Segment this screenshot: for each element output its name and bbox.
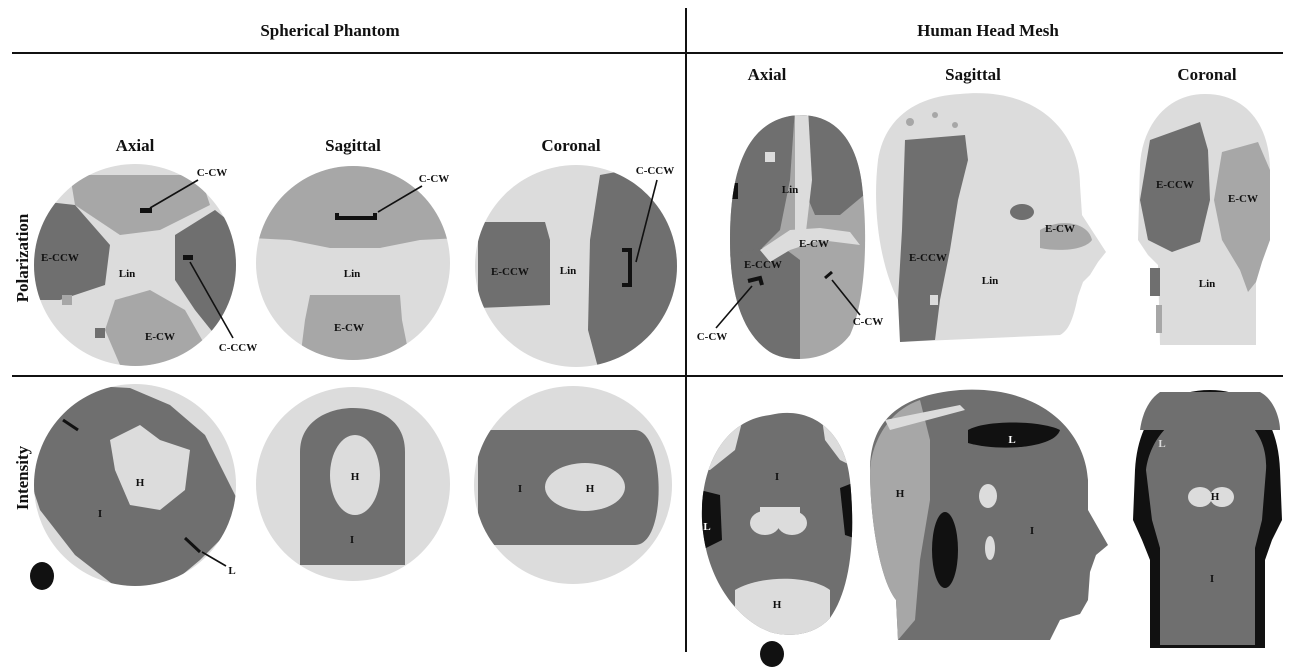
region-label-lin: Lin [560, 265, 577, 277]
row-label-intensity: Intensity [13, 445, 32, 510]
region-label-c-cw: C-CW [853, 316, 884, 328]
scale-dot [760, 641, 784, 667]
intensity-label-i: I [350, 534, 354, 546]
arrow [202, 552, 226, 566]
intensity-label-l: L [703, 521, 710, 533]
head-view-sagittal: Sagittal [945, 65, 1001, 84]
region-label-e-cw: E-CW [334, 322, 364, 334]
intensity-label-h: H [136, 477, 145, 489]
phantom-view-axial: Axial [116, 136, 155, 155]
head-polarization-axial: Lin E-CW E-CCW C-CW C-CW [697, 108, 884, 368]
head-polarization-sagittal: E-CCW E-CW Lin [876, 93, 1106, 342]
row-label-polarization: Polarization [13, 213, 32, 302]
phantom-view-sagittal: Sagittal [325, 136, 381, 155]
intensity-label-i: I [518, 483, 522, 495]
head-intensity-sagittal: H L I [870, 390, 1108, 640]
intensity-label-i: I [1030, 525, 1034, 537]
intensity-label-h: H [351, 471, 360, 483]
phantom-view-coronal: Coronal [541, 136, 600, 155]
intensity-label-i: I [1210, 573, 1214, 585]
phantom-intensity-axial: H I L [30, 380, 240, 595]
phantom-polarization-coronal: E-CCW Lin C-CCW [470, 160, 685, 375]
phantom-polarization-axial: Lin E-CCW E-CW C-CW C-CCW [30, 160, 257, 370]
region-label-lin: Lin [344, 268, 361, 280]
region-label-e-cw: E-CW [1045, 223, 1075, 235]
head-intensity-axial: I H L [700, 405, 860, 667]
region-label-e-ccw: E-CCW [909, 252, 947, 264]
head-intensity-coronal: H L I [1133, 390, 1282, 648]
region-label-c-cw: C-CW [697, 331, 728, 343]
intensity-label-i: I [775, 471, 779, 483]
region-label-e-ccw: E-CCW [491, 266, 529, 278]
region-label-e-ccw: E-CCW [1156, 179, 1194, 191]
intensity-label-h: H [1211, 491, 1220, 503]
phantom-polarization-sagittal: Lin E-CW C-CW [250, 160, 460, 370]
head-view-coronal: Coronal [1177, 65, 1236, 84]
intensity-label-h: H [896, 488, 905, 500]
intensity-label-l: L [228, 565, 235, 577]
intensity-label-h: H [773, 599, 782, 611]
region-label-c-cw: C-CW [419, 173, 450, 185]
region-label-e-ccw: E-CCW [41, 252, 79, 264]
region-label-lin: Lin [119, 268, 136, 280]
region-label-lin: Lin [1199, 278, 1216, 290]
head-polarization-coronal: E-CCW E-CW Lin [1138, 94, 1270, 345]
phantom-intensity-sagittal: H I [250, 380, 460, 590]
region-label-lin: Lin [782, 184, 799, 196]
region-label-e-cw: E-CW [799, 238, 829, 250]
intensity-label-h: H [586, 483, 595, 495]
header-human-head-mesh: Human Head Mesh [917, 21, 1059, 40]
phantom-intensity-coronal: I H [470, 380, 685, 590]
region-label-e-cw: E-CW [1228, 193, 1258, 205]
region-label-e-ccw: E-CCW [744, 259, 782, 271]
region-label-c-ccw: C-CCW [636, 165, 675, 177]
header-spherical-phantom: Spherical Phantom [260, 21, 399, 40]
intensity-label-l: L [1158, 438, 1165, 450]
region-label-e-cw: E-CW [145, 331, 175, 343]
intensity-label-i: I [98, 508, 102, 520]
region-label-c-cw: C-CW [197, 167, 228, 179]
head-view-axial: Axial [748, 65, 787, 84]
scale-dot [30, 562, 54, 590]
intensity-label-l: L [1008, 434, 1015, 446]
region-label-c-ccw: C-CCW [219, 342, 258, 354]
region-label-lin: Lin [982, 275, 999, 287]
